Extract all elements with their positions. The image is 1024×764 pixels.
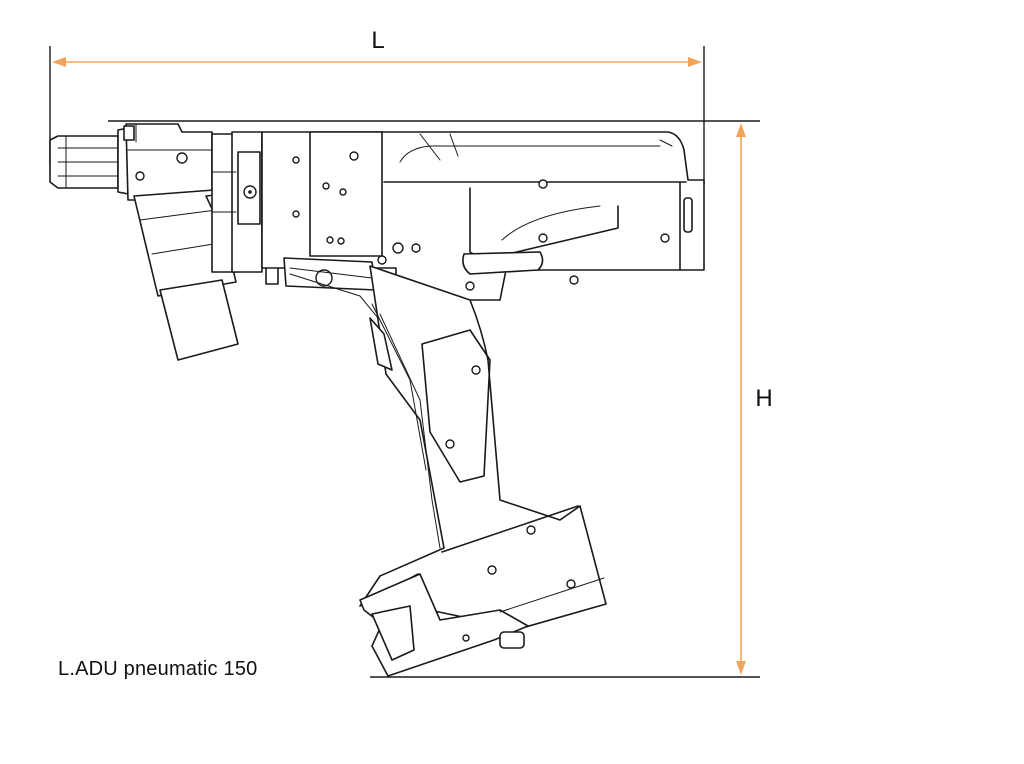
height-label: H [755,385,772,412]
chuck-nose [49,127,129,195]
gear-head [123,123,213,201]
length-label: L [371,27,384,54]
handle-grip [359,265,607,637]
angled-cylinder [133,189,239,361]
dimension-length: L [52,27,702,67]
product-caption: L.ADU pneumatic 150 [58,658,258,680]
main-housing [261,131,705,301]
dimension-height: H [736,123,773,675]
mounting-block [211,131,279,285]
battery-base [359,505,605,677]
tool-outline [49,123,705,677]
